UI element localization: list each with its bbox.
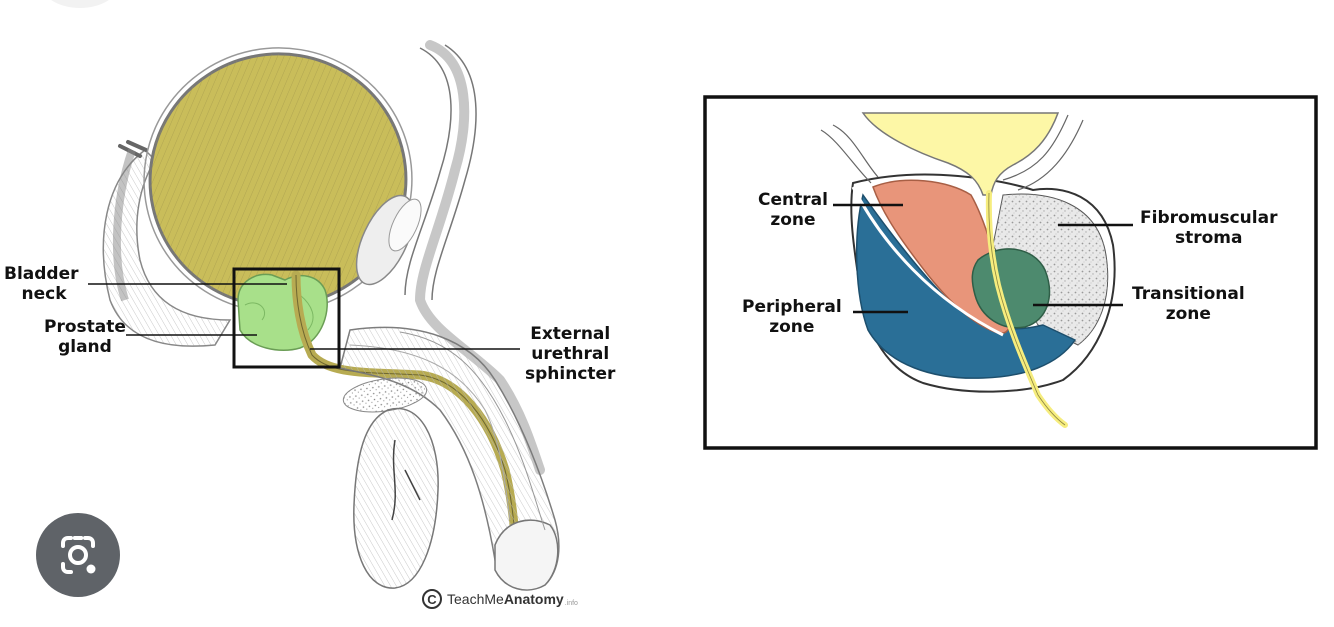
prostate-zones-diagram	[703, 95, 1318, 450]
central-zone-label: Central zone	[758, 190, 828, 230]
peripheral-zone	[855, 193, 1077, 379]
prostate	[237, 273, 328, 351]
bladder-neck-label: Bladder neck	[4, 264, 79, 304]
scrotum	[353, 407, 439, 589]
magnification-box	[232, 267, 341, 369]
copyright-symbol: C	[422, 589, 442, 609]
fibromuscular-stroma-label: Fibromuscular stroma	[1140, 208, 1278, 248]
sagittal-section-illustration	[88, 40, 560, 591]
external-urethral-sphincter-label: External urethral sphincter	[525, 324, 616, 384]
rectum	[102, 149, 232, 347]
brand-light: TeachMe	[447, 591, 504, 607]
peripheral-zone-label: Peripheral zone	[742, 297, 842, 337]
abdominal-wall	[414, 40, 545, 475]
brand-bold: Anatomy	[503, 591, 564, 607]
camera-search-icon	[61, 536, 96, 574]
brand-suffix: .info	[564, 600, 578, 607]
prostate-gland-label: Prostate gland	[44, 317, 126, 357]
top-circle-fragment	[40, 0, 120, 8]
transitional-zone-label: Transitional zone	[1132, 284, 1245, 324]
visual-search-button[interactable]	[36, 513, 120, 597]
bladder-urine	[861, 112, 1060, 196]
